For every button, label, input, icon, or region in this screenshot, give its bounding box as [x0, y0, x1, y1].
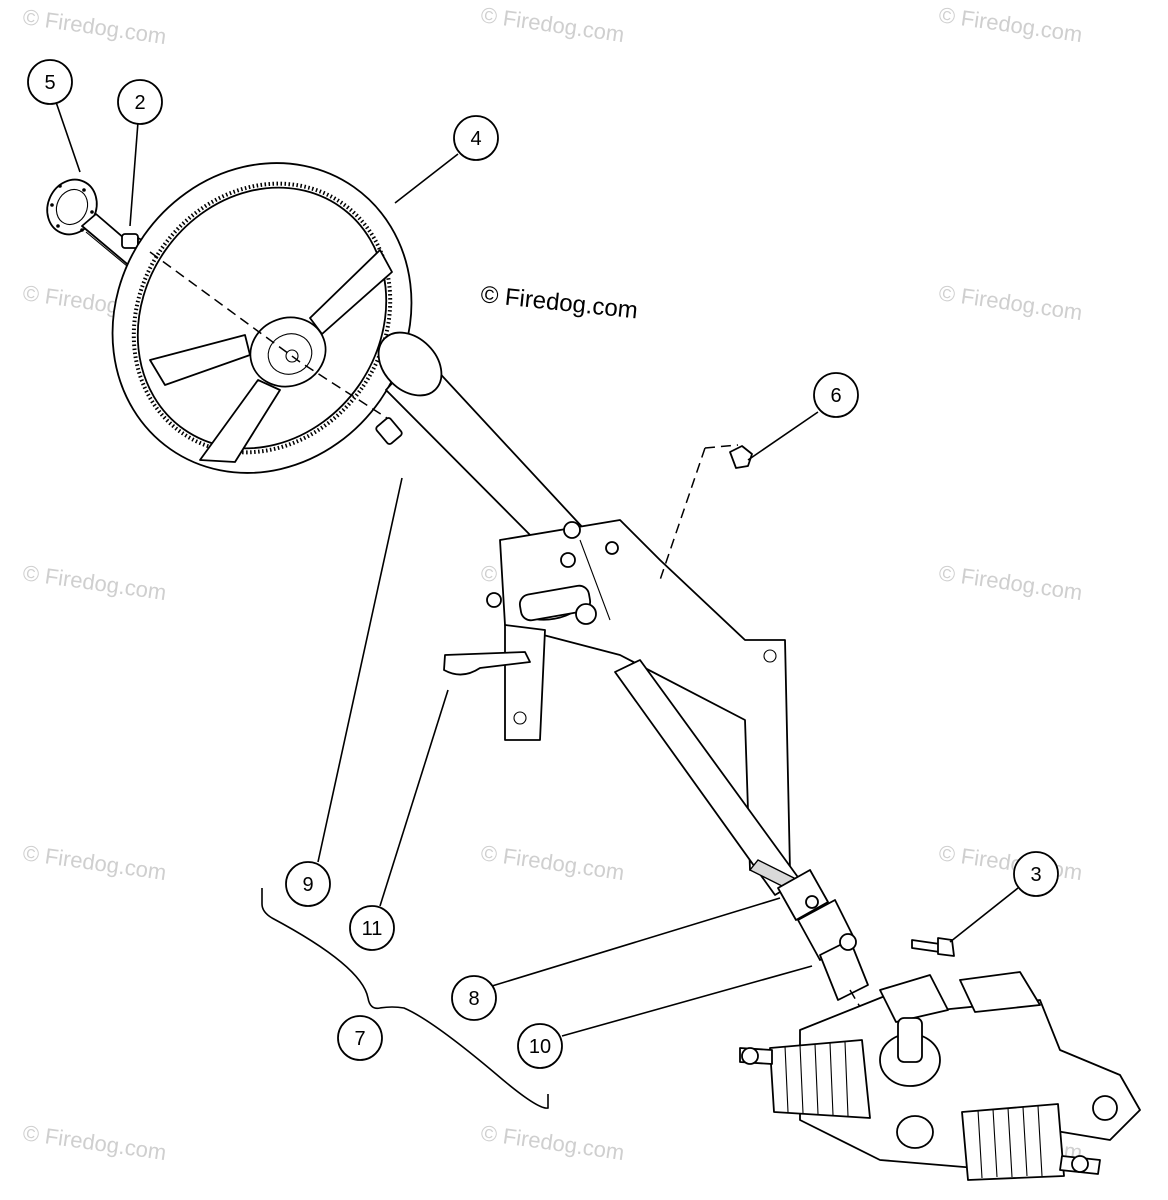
- watermark: © Firedog.com: [937, 840, 1084, 885]
- bolt-part: [911, 937, 955, 957]
- callout-number: 5: [44, 72, 55, 94]
- callout-6: 6: [813, 372, 859, 418]
- watermark: © Firedog.com: [479, 840, 626, 885]
- leader-lines: [55, 101, 1019, 1109]
- watermark: © Firedog.com: [479, 1120, 626, 1165]
- watermark: © Firedog.com: [937, 560, 1084, 605]
- callout-number: 11: [362, 918, 383, 940]
- callout-2: 2: [117, 79, 163, 125]
- callout-11: 11: [349, 905, 395, 951]
- watermark: © Firedog.com: [21, 4, 168, 49]
- callout-number: 2: [134, 92, 145, 114]
- callout-7: 7: [337, 1015, 383, 1061]
- watermark: © Firedog.com: [937, 280, 1084, 325]
- callout-number: 9: [302, 874, 313, 896]
- copyright-text: © Firedog.com: [479, 281, 639, 324]
- watermark: © Firedog.com: [21, 840, 168, 885]
- callout-4: 4: [453, 115, 499, 161]
- watermark: © Firedog.com: [21, 560, 168, 605]
- callout-9: 9: [285, 861, 331, 907]
- callout-5: 5: [27, 59, 73, 105]
- watermark: © Firedog.com: [937, 2, 1084, 47]
- callout-10: 10: [517, 1023, 563, 1069]
- rack-and-pinion-part: [739, 971, 1141, 1181]
- steering-column-part: [375, 331, 801, 896]
- steering-wheel-part: [111, 162, 413, 474]
- callout-number: 6: [830, 385, 841, 407]
- watermark: © Firedog.com: [21, 1120, 168, 1165]
- assembly-line: [149, 251, 391, 421]
- callout-number: 3: [1030, 864, 1041, 886]
- nut-part: [729, 445, 753, 469]
- callout-number: 7: [354, 1028, 365, 1050]
- callout-3: 3: [1013, 851, 1059, 897]
- callout-8: 8: [451, 975, 497, 1021]
- callout-number: 8: [468, 988, 479, 1010]
- callout-number: 10: [529, 1036, 551, 1058]
- callout-number: 4: [470, 128, 481, 150]
- watermark: © Firedog.com: [479, 2, 626, 47]
- assembly-line: [659, 444, 739, 581]
- u-joint-part: [777, 869, 869, 1001]
